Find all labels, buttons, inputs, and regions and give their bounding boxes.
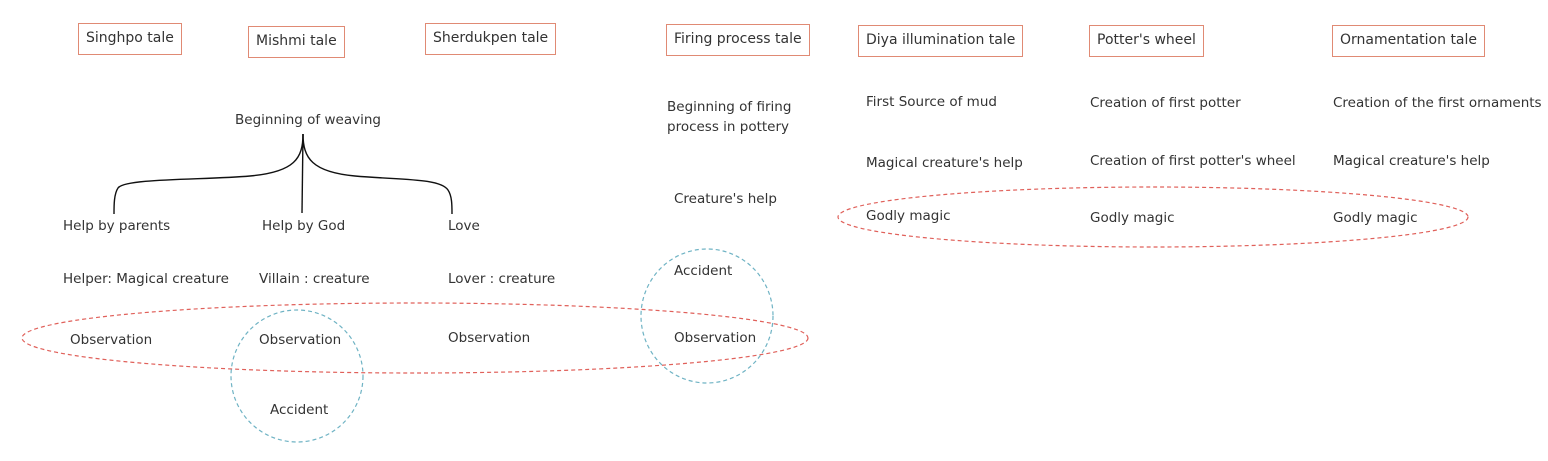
branch-line-love [302,133,453,215]
branch-love: Love [448,218,480,234]
godly-magic-group-outline [837,186,1469,248]
mishmi-observation: Observation [259,332,342,348]
header-sherdukpen-tale: Sherdukpen tale [425,23,557,55]
mishmi-accident: Accident [270,402,329,418]
branch-line-parents [113,133,304,215]
branch-help-by-god: Help by God [262,218,346,234]
firing-accident: Accident [674,263,733,279]
potter-first-wheel: Creation of first potter's wheel [1090,153,1296,169]
sherdukpen-observation: Observation [448,330,531,346]
potter-first-potter: Creation of first potter [1090,95,1241,111]
firing-beginning-line-2: process in pottery [667,119,790,135]
sherdukpen-lover: Lover : creature [448,271,556,287]
diya-godly-magic: Godly magic [866,208,951,224]
header-mishmi-tale: Mishmi tale [248,26,345,58]
mishmi-accident-group-outline [230,309,364,443]
branch-help-by-parents: Help by parents [63,218,171,234]
header-potters-wheel: Potter's wheel [1089,25,1204,57]
header-singhpo-tale: Singhpo tale [78,23,182,55]
diya-creature-help: Magical creature's help [866,155,1023,171]
diya-first-source: First Source of mud [866,94,997,110]
firing-observation: Observation [674,330,757,346]
ornament-godly-magic: Godly magic [1333,210,1418,226]
firing-accident-group-outline [640,248,774,384]
observation-group-outline [21,302,809,374]
firing-beginning-line-1: Beginning of firing [667,99,792,115]
branch-line-god [301,133,304,214]
singhpo-observation: Observation [70,332,153,348]
singhpo-helper: Helper: Magical creature [63,271,229,287]
ornament-first: Creation of the first ornaments [1333,95,1542,111]
header-diya-illumination-tale: Diya illumination tale [858,25,1024,57]
potter-godly-magic: Godly magic [1090,210,1175,226]
ornament-creature-help: Magical creature's help [1333,153,1490,169]
header-firing-process-tale: Firing process tale [666,24,810,56]
firing-creatures-help: Creature's help [674,191,777,207]
header-ornamentation-tale: Ornamentation tale [1332,25,1486,57]
weaving-root: Beginning of weaving [235,112,381,128]
weaving-tree-lines [113,133,453,215]
mishmi-villain: Villain : creature [259,271,370,287]
